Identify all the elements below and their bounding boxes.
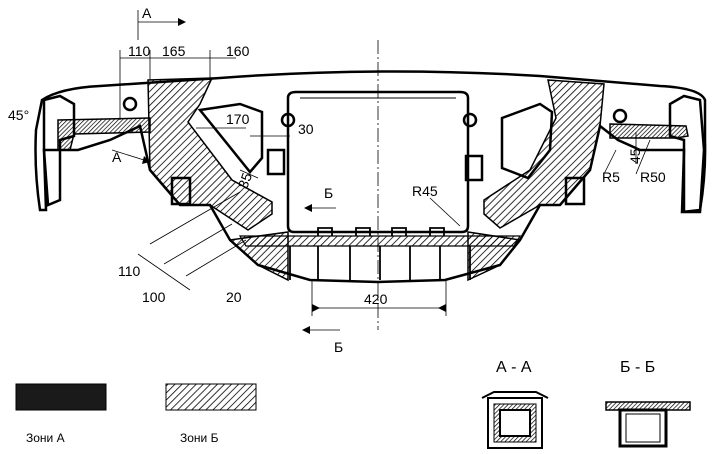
right-bracket (668, 94, 706, 214)
section-mark-a-left: А (112, 149, 122, 165)
body-outline (34, 70, 707, 284)
left-node-zone (147, 77, 273, 231)
dim-110-top: 110 (128, 43, 151, 59)
section-view-aa-title: А - А (496, 359, 532, 376)
section-view-bb (605, 401, 691, 448)
section-mark-a-top: А (142, 5, 152, 21)
dim-20: 20 (226, 289, 242, 305)
legend-swatch-zone-b (165, 383, 257, 411)
left-lug (170, 176, 192, 206)
lower-center-zone (238, 235, 522, 247)
dim-r5: R5 (602, 169, 620, 185)
section-view-bb-title: Б - Б (620, 359, 655, 376)
bolt-center-left (280, 112, 296, 128)
left-flange-zone (57, 117, 151, 151)
dim-100: 100 (142, 289, 166, 305)
dim-165: 165 (162, 43, 186, 59)
section-mark-b-mid: Б (324, 185, 333, 201)
dim-45-deg: 45° (8, 107, 29, 123)
left-clip (266, 148, 286, 176)
floor-ribs (289, 227, 471, 280)
dim-45-right: 45 (627, 148, 643, 164)
section-view-aa (481, 391, 549, 449)
dim-420: 420 (364, 291, 388, 307)
dimension-lines (111, 10, 651, 331)
right-clip (464, 154, 484, 182)
bolt-right (612, 108, 628, 124)
central-box (286, 90, 470, 234)
dim-110-bottom: 110 (118, 263, 141, 279)
legend-swatch-zone-a (15, 383, 107, 411)
dim-35: 35 (235, 170, 255, 190)
left-window (197, 102, 264, 174)
dim-r50: R50 (640, 169, 666, 185)
dim-r45: R45 (412, 183, 438, 199)
legend-label-zone-b: Зони Б (180, 431, 219, 445)
right-flange-zone (609, 123, 689, 139)
section-mark-b-bottom: Б (334, 339, 343, 355)
right-lug (564, 176, 586, 206)
dim-30: 30 (298, 121, 314, 137)
legend-label-zone-a: Зони А (26, 431, 65, 445)
right-node-zone (483, 79, 605, 229)
dim-160: 160 (226, 43, 250, 59)
right-window (500, 102, 554, 180)
dim-170: 170 (226, 111, 250, 127)
bolt-center-right (462, 112, 478, 128)
bolt-left (122, 96, 138, 112)
